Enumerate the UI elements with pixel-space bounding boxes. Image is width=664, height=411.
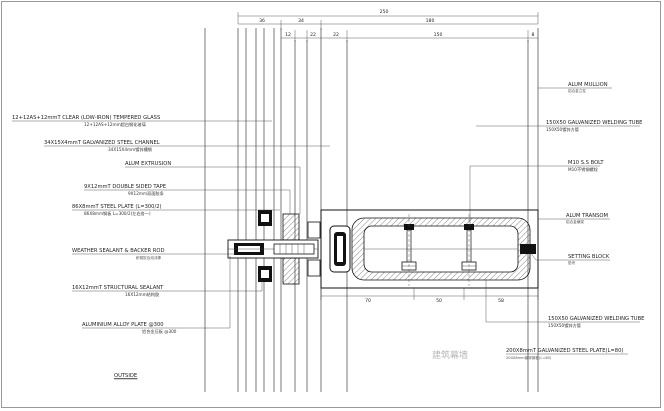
label-alloy-plate-cn: 铝合金压板 @300 (142, 328, 177, 335)
label-double-tape-cn: 9X12mm双面胶条 (128, 190, 165, 197)
label-welding-tube-bottom: 150X50 GALVANIZED WELDING TUBE (548, 316, 644, 322)
label-welding-tube-top-cn: 150X50镀锌方管 (546, 126, 579, 133)
alum-extrusion-top (282, 213, 300, 241)
dim-sub-4: 150 (434, 32, 443, 38)
dim-seg-c: 180 (426, 18, 435, 24)
label-structural-sealant-cn: 16X12mm结构胶 (125, 291, 159, 298)
label-mullion-cn: 铝合金立柱 (568, 88, 586, 93)
bottom-dimensions: 70 50 58 (320, 288, 539, 304)
glass-edge-assembly (227, 210, 536, 285)
label-glass-cn: 12+12AS+12mm超白钢化玻璃 (84, 121, 146, 128)
dim-bottom-3: 58 (498, 298, 504, 304)
label-alum-extrusion: ALUM EXTRUSION (125, 161, 171, 167)
dim-sub-1: 12 (285, 32, 291, 38)
label-weather-sealant: WEATHER SEALANT & BACKER ROD (72, 248, 164, 254)
label-structural-sealant: 16X12mmT STRUCTURAL SEALANT (72, 285, 164, 291)
label-steel-channel-cn: 34X15X4mm镀锌槽钢 (108, 146, 152, 153)
transom-assembly (320, 209, 539, 289)
left-labels: 12+12AS+12mmT CLEAR (LOW-IRON) TEMPERED … (12, 115, 330, 335)
outside-label: OUTSIDE (114, 373, 137, 379)
dim-bottom-2: 50 (436, 298, 442, 304)
dim-sub-2: 22 (310, 32, 316, 38)
dim-overall: 250 (380, 9, 389, 15)
label-weather-sealant-cn: 耐候胶及泡沫棒 (136, 255, 162, 260)
label-mullion: ALUM MULLION (568, 82, 608, 88)
label-welding-tube-bottom-cn: 150X50镀锌方管 (548, 322, 581, 329)
dim-seg-b: 34 (298, 18, 304, 24)
label-steel-channel: 34X15X4mmT GALVANIZED STEEL CHANNEL (44, 140, 160, 146)
watermark: 建筑幕墙 (432, 349, 468, 361)
label-setting-block-cn: 垫块 (568, 260, 576, 265)
dim-bottom-1: 70 (365, 298, 371, 304)
label-double-tape: 9X12mmT DOUBLE SIDED TAPE (84, 184, 166, 190)
transom-outline (320, 209, 539, 289)
alum-extrusion-bottom (282, 257, 300, 285)
label-welding-tube-top: 150X50 GALVANIZED WELDING TUBE (546, 120, 642, 126)
label-bolt: M10 S.S BOLT (568, 160, 604, 166)
label-steel-plate: 86X8mmT STEEL PLATE (L=300/2) (72, 204, 162, 210)
label-steel-plate-bottom: 200X8mmT GALVANIZED STEEL PLATE(L=80) (506, 348, 623, 354)
setting-block (520, 244, 536, 254)
dim-seg-a: 36 (259, 18, 265, 24)
label-transom-cn: 铝合金横梁 (566, 219, 584, 224)
right-labels: ALUM MULLION 铝合金立柱 150X50 GALVANIZED WEL… (469, 82, 644, 360)
label-glass: 12+12AS+12mmT CLEAR (LOW-IRON) TEMPERED … (12, 115, 160, 121)
dim-sub-5: 8 (532, 32, 535, 38)
label-bolt-cn: M10不锈钢螺栓 (568, 166, 599, 173)
label-steel-plate-bottom-cn: 200X8mm镀锌钢板(L=80) (506, 355, 552, 360)
label-setting-block: SETTING BLOCK (568, 254, 610, 260)
label-transom: ALUM TRANSOM (566, 213, 608, 219)
dim-sub-3: 22 (333, 32, 339, 38)
label-alloy-plate: ALUMINIUM ALLOY PLATE @300 (82, 322, 164, 328)
top-dimensions: 250 36 34 180 12 22 22 150 8 (237, 9, 539, 42)
label-steel-plate-cn: 86X8mm钢板 L=300/2(左右各一) (84, 210, 151, 217)
